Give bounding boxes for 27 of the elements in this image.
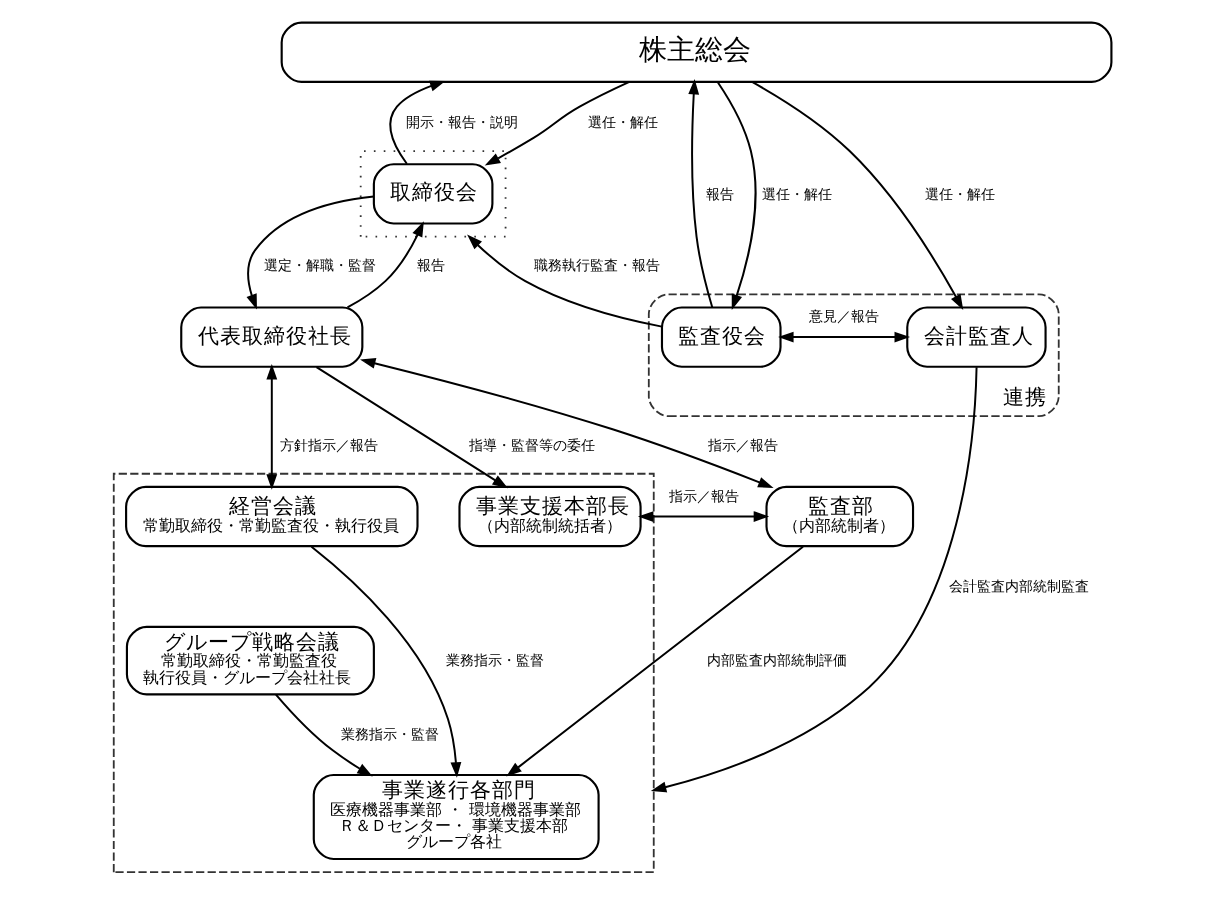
arrow xyxy=(751,80,964,310)
node-box: 経営会議 常勤取締役・常勤監査役・執行役員 xyxy=(125,485,419,548)
node-box: 取締役会 xyxy=(372,163,494,225)
node-box: 代表取締役社長 xyxy=(180,306,364,368)
arrow xyxy=(274,693,373,777)
node-box: 株主総会 xyxy=(280,21,1113,83)
arrow xyxy=(650,366,978,793)
arrow xyxy=(346,221,424,309)
arrow xyxy=(637,511,770,522)
arrow xyxy=(688,78,714,309)
arrow xyxy=(315,366,508,489)
node-box: 会計監査人 xyxy=(906,306,1047,368)
node-box: 監査部 （内部統制者） xyxy=(765,485,915,548)
node-box: 監査役会 xyxy=(660,306,782,368)
arrow xyxy=(467,234,663,328)
arrow xyxy=(360,358,774,488)
arrow xyxy=(266,364,278,490)
arrow xyxy=(484,81,630,166)
arrow xyxy=(716,81,757,310)
arrow xyxy=(246,195,375,310)
arrow xyxy=(389,80,446,165)
arrow xyxy=(310,545,462,778)
node-box: 事業支援本部長 （内部統制統括者） xyxy=(458,485,642,548)
arrow xyxy=(778,331,911,343)
arrow xyxy=(506,545,804,777)
node-box: 事業遂行各部門 医療機器事業部 ・ 環境機器事業部 Ｒ＆Ｄセンター・ 事業支援本部 グループ各社 xyxy=(312,773,600,861)
node-box: グループ戦略会議 常勤取締役・常勤監査役 執行役員・グループ会社社長 xyxy=(125,625,375,696)
